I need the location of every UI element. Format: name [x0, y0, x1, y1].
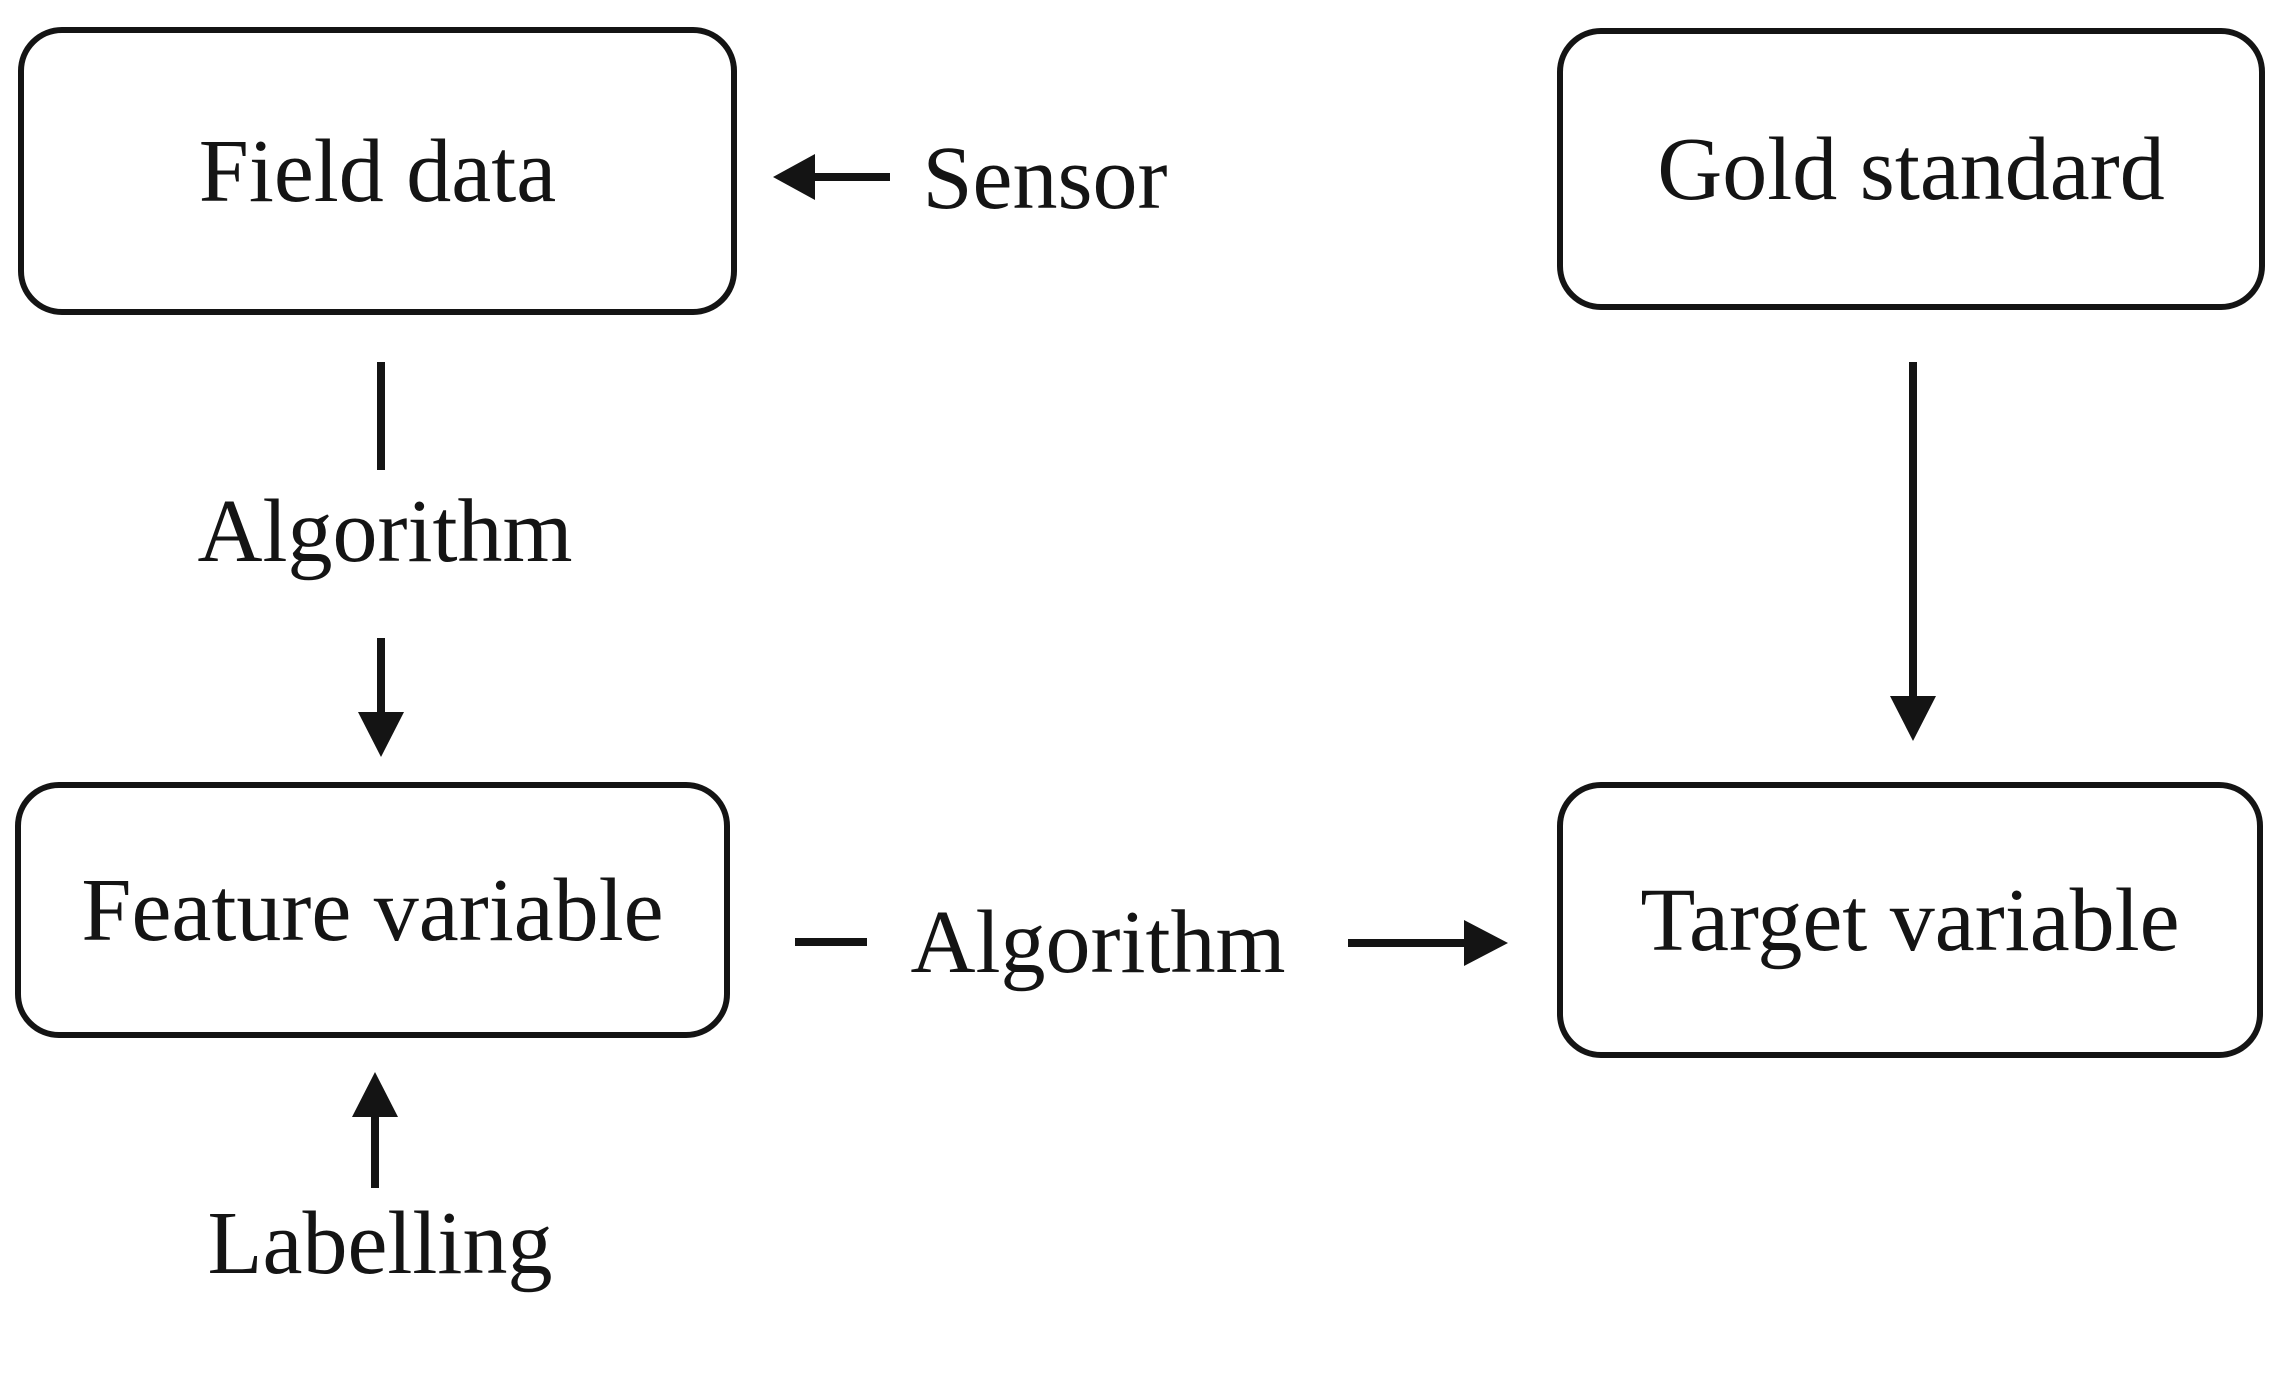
arrow-right-icon — [1464, 920, 1508, 966]
feature-to-algorithm-segment — [795, 938, 867, 946]
arrow-down-icon — [358, 712, 404, 757]
node-gold-standard-label: Gold standard — [1657, 119, 2165, 219]
node-feature-variable-label: Feature variable — [81, 860, 664, 960]
gold-to-target-arrow-line — [1909, 362, 1917, 698]
node-field-data-label: Field data — [198, 121, 557, 221]
algorithm-right-arrow-line — [1348, 939, 1466, 947]
arrow-left-icon — [773, 154, 815, 200]
sensor-arrow-line — [810, 173, 890, 181]
node-field-data: Field data — [18, 27, 737, 315]
edge-label-algorithm-left: Algorithm — [197, 482, 573, 581]
node-target-variable-label: Target variable — [1640, 870, 2180, 970]
node-gold-standard: Gold standard — [1557, 28, 2265, 310]
algorithm-down-arrow-line — [377, 638, 385, 714]
edge-label-sensor: Sensor — [922, 129, 1168, 228]
field-to-algorithm-segment — [377, 362, 385, 470]
node-feature-variable: Feature variable — [15, 782, 730, 1038]
labelling-arrow-line — [371, 1114, 379, 1188]
edge-label-algorithm-middle: Algorithm — [910, 893, 1286, 992]
node-target-variable: Target variable — [1557, 782, 2263, 1058]
arrow-up-icon — [352, 1072, 398, 1117]
edge-label-labelling: Labelling — [207, 1194, 553, 1293]
arrow-down-icon — [1890, 696, 1936, 741]
